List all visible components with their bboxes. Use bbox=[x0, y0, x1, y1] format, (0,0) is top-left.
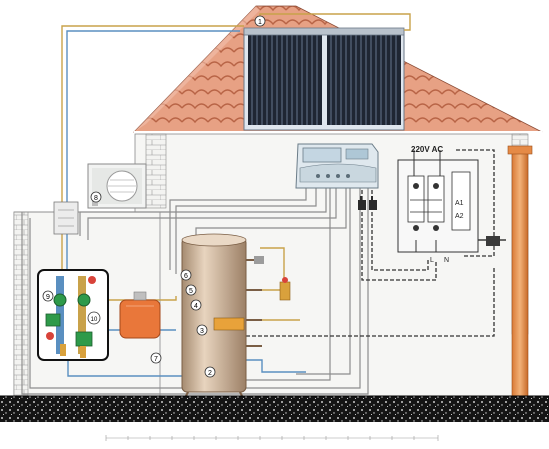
pump-station-icon bbox=[37, 269, 109, 361]
breaker-label-a2: A2 bbox=[455, 213, 464, 220]
relay-icon bbox=[478, 236, 506, 246]
marker-8: 8 bbox=[90, 191, 102, 203]
component-markers: 1 2 3 4 5 6 7 8 bbox=[42, 15, 266, 378]
svg-text:10: 10 bbox=[91, 317, 98, 323]
marker-9: 9 bbox=[42, 290, 54, 302]
plug-connector-icon bbox=[358, 196, 377, 210]
svg-text:9: 9 bbox=[46, 294, 50, 301]
marker-5: 5 bbox=[185, 284, 197, 296]
heat-pump-icon bbox=[87, 163, 147, 209]
control-cables bbox=[21, 186, 369, 395]
svg-text:6: 6 bbox=[184, 273, 188, 280]
svg-text:5: 5 bbox=[189, 288, 193, 295]
controller-icon bbox=[295, 143, 379, 189]
svg-text:1: 1 bbox=[258, 19, 262, 26]
svg-text:3: 3 bbox=[200, 328, 204, 335]
svg-text:2: 2 bbox=[208, 370, 212, 377]
valve-icon bbox=[279, 277, 291, 301]
breaker-label-n: N bbox=[444, 257, 449, 264]
marker-7: 7 bbox=[150, 352, 162, 364]
storage-tank-icon bbox=[181, 233, 264, 401]
ground bbox=[0, 395, 549, 422]
scale-ruler bbox=[105, 435, 439, 441]
marker-1: 1 bbox=[254, 15, 266, 27]
breaker-panel-icon: A1 A2 L N bbox=[397, 150, 479, 264]
solar-collector-icon bbox=[243, 27, 405, 131]
svg-text:8: 8 bbox=[94, 195, 98, 202]
breaker-label-l: L bbox=[430, 257, 434, 264]
marker-2: 2 bbox=[204, 366, 216, 378]
marker-6: 6 bbox=[180, 269, 192, 281]
supply-voltage-label: 220V AC bbox=[411, 145, 443, 154]
marker-4: 4 bbox=[190, 299, 202, 311]
marker-10: 10 bbox=[87, 311, 101, 325]
breaker-label-a1: A1 bbox=[455, 200, 464, 207]
marker-3: 3 bbox=[196, 324, 208, 336]
expansion-tank-icon bbox=[119, 291, 161, 339]
svg-text:7: 7 bbox=[154, 356, 158, 363]
svg-text:4: 4 bbox=[194, 303, 198, 310]
junction-box-icon bbox=[53, 201, 79, 235]
pipe-network bbox=[61, 13, 411, 377]
